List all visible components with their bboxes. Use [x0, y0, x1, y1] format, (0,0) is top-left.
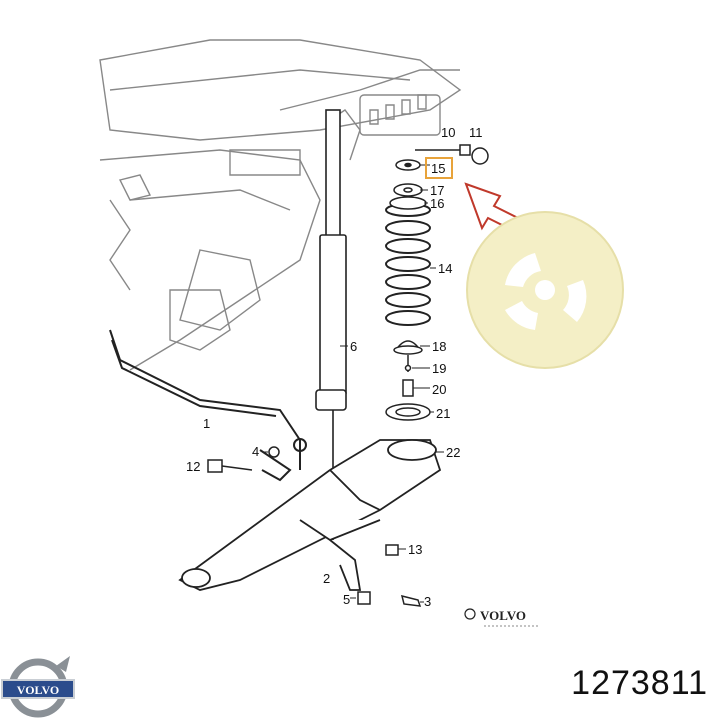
logo-text: VOLVO [17, 683, 59, 697]
spring-top-mounts [389, 159, 427, 210]
label-5: 5 [343, 592, 350, 607]
label-20: 20 [432, 382, 446, 397]
label-21: 21 [436, 406, 450, 421]
lower-mounts [385, 340, 431, 421]
leader-lines [262, 164, 444, 603]
highlight-box-15 [425, 157, 453, 179]
label-19: 19 [432, 361, 446, 376]
volvo-watermark: VOLVO [464, 608, 538, 627]
coil-spring [385, 203, 431, 326]
volvo-logo-icon: VOLVO [0, 652, 80, 720]
label-3: 3 [424, 594, 431, 609]
stabilizer-bar [109, 329, 307, 482]
spring-spacer-photo [466, 211, 624, 369]
label-14: 14 [438, 261, 452, 276]
label-16: 16 [430, 196, 444, 211]
watermark-text: VOLVO [480, 608, 526, 623]
label-4: 4 [252, 444, 259, 459]
trailing-arm [178, 439, 442, 591]
label-12: 12 [186, 459, 200, 474]
part-number: 1273811 [571, 664, 708, 702]
label-17: 17 [430, 183, 444, 198]
suspension-exploded-diagram: 10 11 15 17 16 14 18 19 20 21 22 6 1 4 1… [99, 39, 624, 627]
label-15: 15 [431, 161, 445, 176]
label-11: 11 [469, 125, 483, 140]
label-6: 6 [350, 339, 357, 354]
bolt-and-cap [415, 144, 489, 165]
label-10: 10 [441, 125, 455, 140]
shock-absorber [315, 109, 347, 540]
label-18: 18 [432, 339, 446, 354]
body-frame [99, 39, 462, 371]
fasteners [207, 446, 422, 607]
label-22: 22 [446, 445, 460, 460]
label-1: 1 [203, 416, 210, 431]
label-13: 13 [408, 542, 422, 557]
label-2: 2 [323, 571, 330, 586]
